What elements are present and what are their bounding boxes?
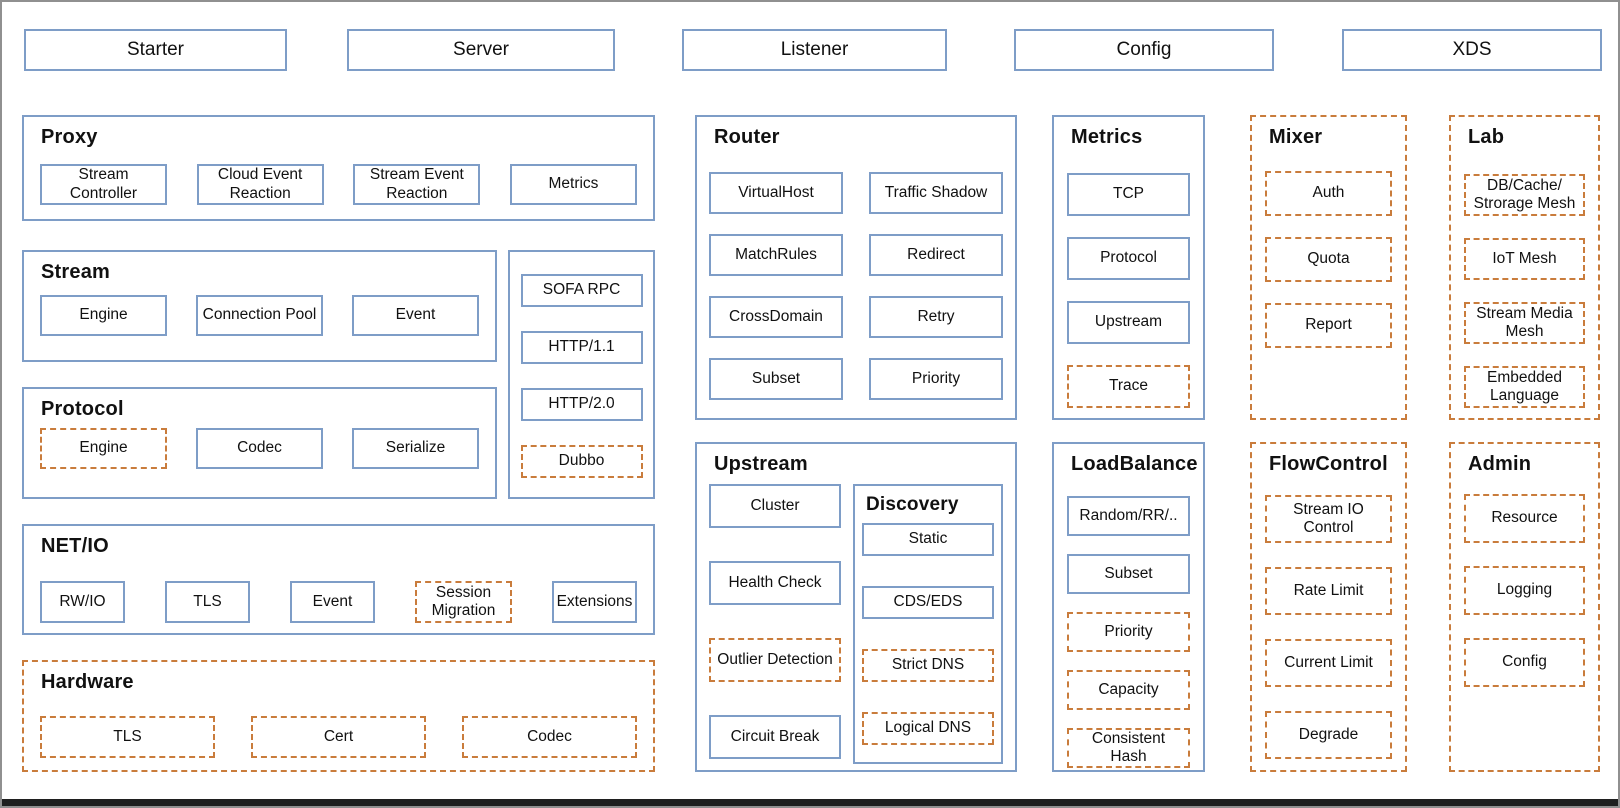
box-strict-dns: Strict DNS <box>862 649 994 682</box>
box-metrics-protocol: Protocol <box>1067 237 1190 280</box>
box-db-cache-storage-mesh: DB/Cache/ Strorage Mesh <box>1464 174 1585 216</box>
box-auth: Auth <box>1265 171 1392 216</box>
box-http20: HTTP/2.0 <box>520 388 643 421</box>
box-retry: Retry <box>869 296 1003 338</box>
group-admin: Admin Resource Logging Config <box>1449 442 1600 772</box>
group-lab: Lab DB/Cache/ Strorage Mesh IoT Mesh Str… <box>1449 115 1600 420</box>
group-title-upstream: Upstream <box>714 453 808 475</box>
box-redirect: Redirect <box>869 234 1003 276</box>
group-flowcontrol: FlowControl Stream IO Control Rate Limit… <box>1250 442 1407 772</box>
box-stream-io-control: Stream IO Control <box>1265 495 1392 543</box>
box-current-limit: Current Limit <box>1265 639 1392 687</box>
group-title-stream: Stream <box>41 261 111 283</box>
box-hardware-codec: Codec <box>462 716 637 758</box>
group-title-hardware: Hardware <box>41 671 134 693</box>
box-traffic-shadow: Traffic Shadow <box>869 172 1003 214</box>
box-hardware-tls: TLS <box>40 716 215 758</box>
box-connection-pool: Connection Pool <box>196 295 323 336</box>
box-matchrules: MatchRules <box>709 234 843 276</box>
box-capacity: Capacity <box>1067 670 1190 710</box>
box-stream-media-mesh: Stream Media Mesh <box>1464 302 1585 344</box>
box-server: Server <box>347 29 615 71</box>
box-cluster: Cluster <box>709 484 841 528</box>
group-title-metrics: Metrics <box>1071 126 1143 148</box>
box-logical-dns: Logical DNS <box>862 712 994 745</box>
group-title-discovery: Discovery <box>866 494 959 515</box>
group-loadbalance: LoadBalance Random/RR/.. Subset Priority… <box>1052 442 1205 772</box>
box-protocol-codec: Codec <box>196 428 323 469</box>
box-dubbo: Dubbo <box>520 445 643 478</box>
group-protocol-stack: SOFA RPC HTTP/1.1 HTTP/2.0 Dubbo <box>508 250 655 499</box>
box-xds: XDS <box>1342 29 1602 71</box>
group-protocol: Protocol Engine Codec Serialize <box>22 387 497 499</box>
group-proxy: Proxy Stream Controller Cloud Event Reac… <box>22 115 655 221</box>
box-starter: Starter <box>24 29 287 71</box>
box-router-subset: Subset <box>709 358 843 400</box>
group-title-lab: Lab <box>1468 126 1505 148</box>
box-degrade: Degrade <box>1265 711 1392 759</box>
box-protocol-engine: Engine <box>40 428 167 469</box>
box-trace: Trace <box>1067 365 1190 408</box>
box-metrics-upstream: Upstream <box>1067 301 1190 344</box>
box-listener: Listener <box>682 29 947 71</box>
box-hardware-cert: Cert <box>251 716 426 758</box>
box-crossdomain: CrossDomain <box>709 296 843 338</box>
box-config: Config <box>1014 29 1274 71</box>
box-quota: Quota <box>1265 237 1392 282</box>
box-extensions: Extensions <box>552 581 637 623</box>
box-random-rr: Random/RR/.. <box>1067 496 1190 536</box>
box-lb-priority: Priority <box>1067 612 1190 652</box>
box-proxy-metrics: Metrics <box>509 164 637 205</box>
canvas-bottom-edge <box>2 799 1618 806</box>
group-mixer: Mixer Auth Quota Report <box>1250 115 1407 420</box>
group-title-proxy: Proxy <box>41 126 98 148</box>
box-report: Report <box>1265 303 1392 348</box>
box-logging: Logging <box>1464 566 1585 615</box>
box-protocol-serialize: Serialize <box>352 428 479 469</box>
box-cloud-event-reaction: Cloud Event Reaction <box>196 164 324 205</box>
box-outlier-detection: Outlier Detection <box>709 638 841 682</box>
group-discovery: Discovery Static CDS/EDS Strict DNS Logi… <box>853 484 1003 764</box>
group-title-loadbalance: LoadBalance <box>1071 453 1198 475</box>
box-cds-eds: CDS/EDS <box>862 586 994 619</box>
box-netio-event: Event <box>290 581 375 623</box>
box-stream-event: Event <box>352 295 479 336</box>
group-upstream: Upstream Cluster Health Check Outlier De… <box>695 442 1017 772</box>
box-metrics-tcp: TCP <box>1067 173 1190 216</box>
box-lb-subset: Subset <box>1067 554 1190 594</box>
group-stream: Stream Engine Connection Pool Event <box>22 250 497 362</box>
group-title-router: Router <box>714 126 780 148</box>
group-title-netio: NET/IO <box>41 535 109 557</box>
group-title-mixer: Mixer <box>1269 126 1323 148</box>
group-title-flowcontrol: FlowControl <box>1269 453 1388 475</box>
box-health-check: Health Check <box>709 561 841 605</box>
box-router-priority: Priority <box>869 358 1003 400</box>
group-router: Router VirtualHost Traffic Shadow MatchR… <box>695 115 1017 420</box>
box-iot-mesh: IoT Mesh <box>1464 238 1585 280</box>
group-hardware: Hardware TLS Cert Codec <box>22 660 655 772</box>
group-title-admin: Admin <box>1468 453 1532 475</box>
box-virtualhost: VirtualHost <box>709 172 843 214</box>
box-circuit-break: Circuit Break <box>709 715 841 759</box>
box-session-migration: Session Migration <box>415 581 512 623</box>
group-netio: NET/IO RW/IO TLS Event Session Migration… <box>22 524 655 635</box>
box-stream-engine: Engine <box>40 295 167 336</box>
box-static: Static <box>862 523 994 556</box>
group-title-protocol: Protocol <box>41 398 124 420</box>
box-admin-config: Config <box>1464 638 1585 687</box>
box-rwio: RW/IO <box>40 581 125 623</box>
group-metrics: Metrics TCP Protocol Upstream Trace <box>1052 115 1205 420</box>
box-stream-controller: Stream Controller <box>40 164 167 205</box>
box-resource: Resource <box>1464 494 1585 543</box>
box-sofa-rpc: SOFA RPC <box>520 274 643 307</box>
box-http11: HTTP/1.1 <box>520 331 643 364</box>
box-consistent-hash: Consistent Hash <box>1067 728 1190 768</box>
box-embedded-language: Embedded Language <box>1464 366 1585 408</box>
box-netio-tls: TLS <box>165 581 250 623</box>
box-rate-limit: Rate Limit <box>1265 567 1392 615</box>
box-stream-event-reaction: Stream Event Reaction <box>353 164 481 205</box>
